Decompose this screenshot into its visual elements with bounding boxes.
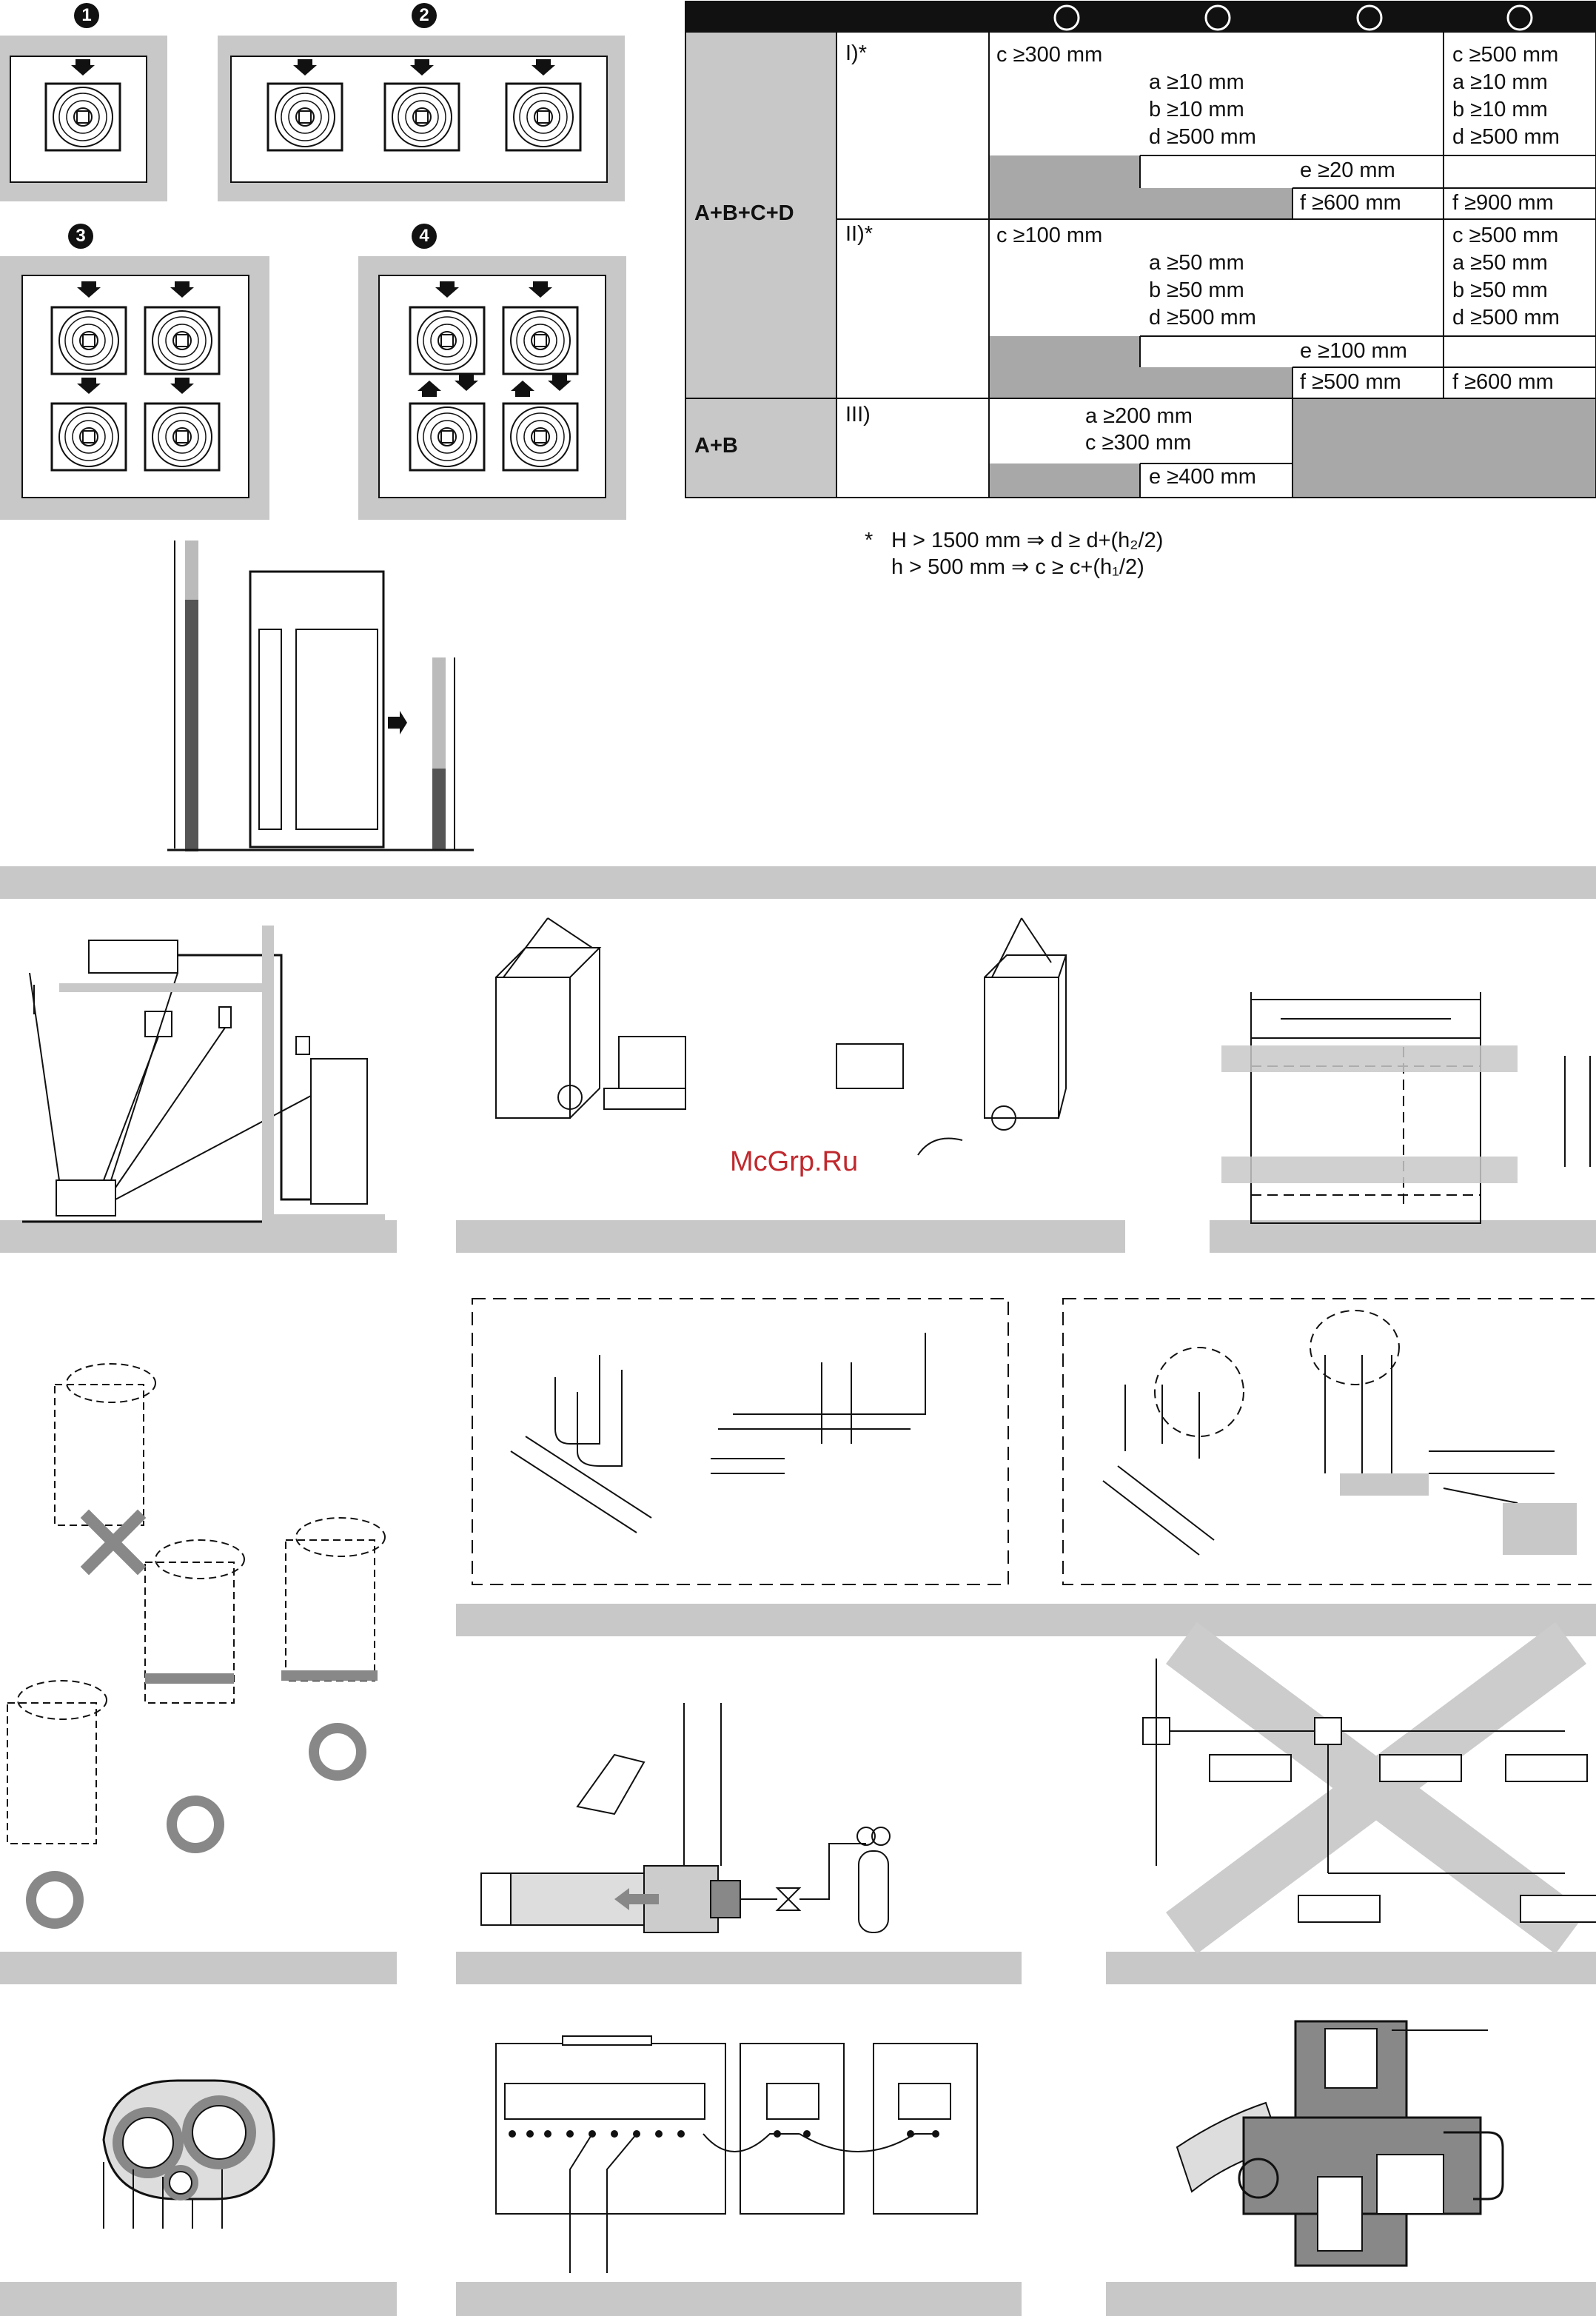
case-iii-label: III) xyxy=(845,403,871,426)
case-i-sub-b: b ≥10 mm xyxy=(1149,98,1244,121)
case-i-col4-a: a ≥10 mm xyxy=(1452,70,1548,94)
case-ii-col4-a: a ≥50 mm xyxy=(1452,251,1548,275)
case-i-col4-b: b ≥10 mm xyxy=(1452,98,1548,121)
case-i-sub-d: d ≥500 mm xyxy=(1149,125,1256,149)
case-ii-col1: c ≥100 mm xyxy=(996,224,1103,247)
caption-band-branching xyxy=(1106,1952,1596,1984)
base-support-illustration xyxy=(7,1363,386,1929)
case-iii-a: a ≥200 mm xyxy=(1085,404,1193,428)
pipe-insulation-illustration xyxy=(102,2079,275,2229)
case-ii-col4-d: d ≥500 mm xyxy=(1452,306,1560,329)
case-i-col4-c: c ≥500 mm xyxy=(1452,43,1559,67)
case-ii-label: II)* xyxy=(845,222,874,246)
group-ab-label: A+B xyxy=(694,434,738,458)
layout-number-2: 2 xyxy=(412,3,437,28)
layout-number-4: 4 xyxy=(412,224,437,249)
clearance-table-grid xyxy=(685,1,1596,498)
case-iii-e: e ≥400 mm xyxy=(1149,465,1256,489)
footnote-line-1: H > 1500 mm ⇒ d ≥ d+(h₂/2) xyxy=(891,529,1164,552)
case-ii-f3: f ≥500 mm xyxy=(1300,370,1401,394)
system-wiring-illustration xyxy=(22,926,385,1229)
case-i-e: e ≥20 mm xyxy=(1300,158,1395,182)
caption-band-brazing xyxy=(456,1952,1022,1984)
caption-band-lifting xyxy=(456,1220,1125,1253)
case-i-label: I)* xyxy=(845,41,867,65)
layout-number-1: 1 xyxy=(74,3,99,28)
caption-band-base xyxy=(0,1952,397,1984)
case-i-col4-d: d ≥500 mm xyxy=(1452,125,1560,149)
lifting-illustration xyxy=(495,917,1067,1156)
section-band-top xyxy=(0,866,1596,899)
caption-band-mounting xyxy=(1210,1220,1596,1253)
case-i-f3: f ≥600 mm xyxy=(1300,191,1401,215)
case-iii-c: c ≥300 mm xyxy=(1085,431,1192,455)
branching-not-allowed-illustration xyxy=(1142,1622,1596,1954)
group-abcd-label: A+B+C+D xyxy=(694,201,794,225)
footnote-star: * xyxy=(865,529,874,552)
case-ii-e: e ≥100 mm xyxy=(1300,339,1407,363)
mounting-dimensions-illustration xyxy=(1221,992,1591,1224)
caption-band-terminals xyxy=(456,2282,1022,2316)
terminal-wiring-illustration xyxy=(495,2035,978,2273)
case-i-f4: f ≥900 mm xyxy=(1452,191,1554,215)
case-ii-col4-b: b ≥50 mm xyxy=(1452,278,1548,302)
layout-number-3: 3 xyxy=(68,224,93,249)
case-ii-sub-d: d ≥500 mm xyxy=(1149,306,1256,329)
caption-band-piping-connection xyxy=(456,1604,1596,1636)
case-ii-sub-a: a ≥50 mm xyxy=(1149,251,1244,275)
case-i-sub-a: a ≥10 mm xyxy=(1149,70,1244,94)
valve-section-illustration xyxy=(1176,2020,1504,2267)
caption-band-valve xyxy=(1106,2282,1596,2316)
case-ii-f4: f ≥600 mm xyxy=(1452,370,1554,394)
watermark: McGrp.Ru xyxy=(730,1146,859,1177)
case-ii-col4-c: c ≥500 mm xyxy=(1452,224,1559,247)
caption-band-insulation xyxy=(0,2282,397,2316)
footnote-line-2: h > 500 mm ⇒ c ≥ c+(h₁/2) xyxy=(891,555,1144,579)
layout-diagrams xyxy=(0,36,626,851)
caption-band-wiring xyxy=(0,1220,397,1253)
case-i-col1: c ≥300 mm xyxy=(996,43,1103,67)
case-ii-sub-b: b ≥50 mm xyxy=(1149,278,1244,302)
pipe-connection-panels xyxy=(472,1298,1596,1585)
brazing-nitrogen-illustration xyxy=(480,1703,891,1933)
